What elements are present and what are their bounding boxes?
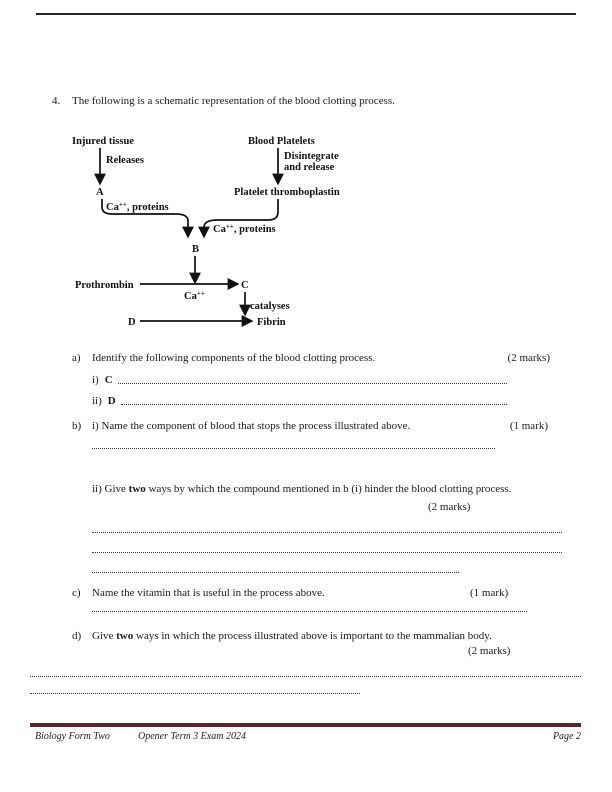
footer-page-number: Page 2 xyxy=(552,731,581,742)
part-d-text: Give two ways in which the process illus… xyxy=(92,630,492,642)
part-a-ii-num: ii) xyxy=(92,395,102,407)
diagram-label-ca-proteins-left: Ca++, proteins xyxy=(106,201,169,214)
curve-a-to-b xyxy=(101,199,194,239)
part-c-label: c) xyxy=(72,587,81,599)
question-text: The following is a schematic representat… xyxy=(72,95,395,107)
footer-course: Biology Form Two xyxy=(35,731,110,742)
part-d-marks: (2 marks) xyxy=(468,645,511,657)
diagram-label-ca-proteins-right: Ca++, proteins xyxy=(213,223,276,236)
part-b-i-marks: (1 mark) xyxy=(509,420,548,432)
diagram-label-ca: Ca++ xyxy=(184,290,205,303)
part-a-text: Identify the following components of the… xyxy=(92,352,376,364)
part-b-label: b) xyxy=(72,420,82,432)
part-a-ii-letter: D xyxy=(107,395,116,407)
top-rule xyxy=(36,13,576,15)
diagram-label-platelet-thromboplastin: Platelet thromboplastin xyxy=(234,187,340,198)
answer-line[interactable] xyxy=(117,374,507,384)
answer-row-a-ii: ii) D xyxy=(92,395,507,408)
question-number: 4. xyxy=(52,95,61,107)
answer-line[interactable] xyxy=(30,668,581,677)
part-b-ii-marks: (2 marks) xyxy=(428,501,471,513)
answer-line[interactable] xyxy=(120,395,507,405)
diagram-label-releases: Releases xyxy=(106,155,144,166)
diagram-label-disintegrate-1: Disintegrate xyxy=(284,151,339,162)
diagram-label-prothrombin: Prothrombin xyxy=(75,280,134,291)
blood-clotting-diagram: Injured tissue Blood Platelets Releases … xyxy=(72,136,340,328)
answer-row-a-i: i) C xyxy=(92,374,507,387)
diagram-label-d: D xyxy=(128,317,136,328)
diagram-label-injured-tissue: Injured tissue xyxy=(72,136,134,147)
diagram-label-c: C xyxy=(241,280,249,291)
part-a-i-num: i) xyxy=(92,374,99,386)
part-b-ii-text: ii) Give two ways by which the compound … xyxy=(92,483,512,495)
part-a-label: a) xyxy=(72,352,81,364)
part-a-marks: (2 marks) xyxy=(507,352,550,364)
part-d-label: d) xyxy=(72,630,82,642)
diagram-label-a: A xyxy=(96,187,104,198)
diagram-label-b: B xyxy=(192,244,199,255)
part-a-i-letter: C xyxy=(104,374,113,386)
diagram-label-fibrin: Fibrin xyxy=(257,317,286,328)
part-b-i-text: i) Name the component of blood that stop… xyxy=(92,420,411,432)
footer-rule xyxy=(30,723,581,727)
part-c-marks: (1 mark) xyxy=(470,587,509,599)
part-c-text: Name the vitamin that is useful in the p… xyxy=(92,587,325,599)
answer-line[interactable] xyxy=(92,603,527,612)
answer-line[interactable] xyxy=(92,440,495,449)
diagram-label-disintegrate-2: and release xyxy=(284,162,335,173)
answer-line[interactable] xyxy=(92,564,459,573)
diagram-label-blood-platelets: Blood Platelets xyxy=(248,136,315,147)
curve-thromboplastin-to-b xyxy=(198,199,279,239)
answer-line[interactable] xyxy=(30,685,360,694)
answer-line[interactable] xyxy=(92,544,562,553)
diagram-label-catalyses: catalyses xyxy=(250,301,290,312)
footer-exam-title: Opener Term 3 Exam 2024 xyxy=(138,731,246,742)
answer-line[interactable] xyxy=(92,524,562,533)
